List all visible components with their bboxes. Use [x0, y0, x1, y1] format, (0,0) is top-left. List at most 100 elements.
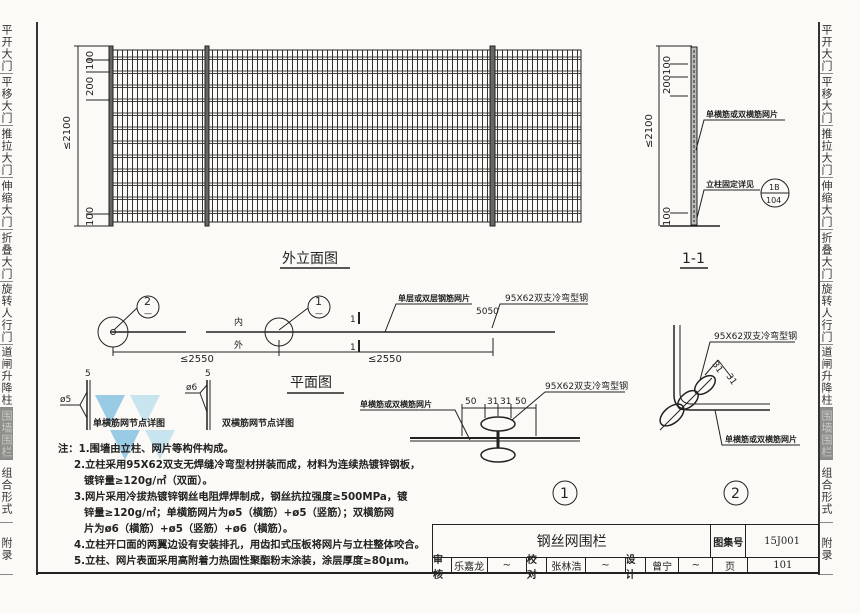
- detail-1-number: 1: [560, 486, 569, 502]
- detail-1-dim: 31: [500, 397, 511, 407]
- detail-1-dim: 50: [465, 397, 477, 407]
- title-block: 钢丝网围栏 图集号 15J001 审核 乐嘉龙 ~ 校对 张林浩 ~ 设计 曾宁…: [432, 524, 819, 581]
- section-dim-bottom: 100: [662, 207, 673, 226]
- section-title: 1-1: [682, 251, 705, 267]
- plan-label-mesh: 单层或双层钢筋网片: [398, 293, 470, 303]
- detail-2-dim: 31: [710, 360, 725, 375]
- page-number: 101: [748, 558, 819, 573]
- section-mark-bottom: 1: [350, 343, 356, 353]
- left-tab[interactable]: 道闸升降柱: [0, 346, 13, 408]
- left-tab[interactable]: 平开大门: [0, 22, 13, 74]
- note-line: 2.立柱采用95X62双支无焊缝冷弯型材拼装而成，材料为连续热镀锌钢板，: [74, 459, 421, 471]
- detail-2-drawing: [659, 325, 800, 506]
- notes-prefix: 注：: [58, 443, 79, 455]
- post: [489, 45, 496, 227]
- drawing-title: 钢丝网围栏: [433, 525, 712, 557]
- left-tab[interactable]: 旋转人行门: [0, 283, 13, 345]
- designer-name: 曾宁: [646, 558, 680, 573]
- reviewer-name: 乐嘉龙: [452, 558, 488, 573]
- note-line: 镀锌量≥120g/㎡（双面）。: [84, 475, 213, 487]
- section-label-post: 立柱固定详见: [706, 179, 754, 189]
- note-line: 5.立柱、网片表面采用高附着力热固性聚酯粉末涂装，涂层厚度≥80μm。: [74, 555, 415, 567]
- plan-callout-1: 1: [315, 295, 322, 308]
- plan-callout-2-sub: —: [144, 309, 152, 318]
- tab-xuan-zhuan-ren-xing-men[interactable]: 旋转人行门: [820, 283, 833, 345]
- tab-ping-yi-da-men[interactable]: 平移大门: [820, 74, 833, 126]
- single-node-diameter: ø5: [60, 395, 71, 405]
- note-line: 片为ø6（横筋）+ø5（竖筋）+ø6（横筋）。: [84, 523, 294, 535]
- section-label-mesh: 单横筋或双横筋网片: [706, 109, 778, 119]
- node-details: [60, 380, 211, 430]
- watermark-logo: [95, 395, 175, 460]
- note-line: 锌量≥120g/㎡；单横筋网片为ø5（横筋）+ø5（竖筋）；双横筋网: [84, 507, 395, 519]
- detail-1-label-post: 95X62双支冷弯型钢: [545, 380, 628, 392]
- double-node-diameter: ø6: [186, 383, 198, 393]
- left-tab[interactable]: 平移大门: [0, 74, 13, 126]
- plan-dim-span-2: ≤2550: [368, 354, 402, 365]
- tab-ping-kai-da-men[interactable]: 平开大门: [820, 22, 833, 74]
- note-line: 4.立柱开口面的两翼边设有安装排孔，用齿扣式压板将网片与立柱整体咬合。: [74, 539, 425, 551]
- left-tab[interactable]: 伸缩大门: [0, 178, 13, 230]
- elevation-title: 外立面图: [282, 251, 338, 267]
- single-node-dim: 5: [85, 369, 91, 379]
- tab-zu-he-xing-shi[interactable]: 组合形式: [820, 460, 833, 523]
- plan-outside: 外: [234, 339, 243, 351]
- elevation-dim-100: 100: [85, 51, 96, 70]
- double-node-dim: 5: [205, 369, 211, 379]
- left-tab[interactable]: 组合形式: [0, 460, 13, 523]
- section-dim-total: ≤2100: [644, 114, 655, 148]
- check-label: 校对: [527, 555, 548, 581]
- atlas-label: 图集号: [711, 525, 747, 557]
- plan-view: [97, 295, 588, 356]
- checker-signature: ~: [586, 558, 626, 573]
- plan-callout-2: 2: [144, 295, 151, 308]
- elevation-dim-200: 200: [85, 77, 96, 96]
- left-section-tabs: 平开大门 平移大门 推拉大门 伸缩大门 折叠大门 旋转人行门 道闸升降柱 围墙围…: [0, 22, 38, 575]
- design-label: 设计: [626, 555, 647, 581]
- detail-2-dim: 31: [724, 372, 739, 387]
- notes: 注：1.围墙由立柱、网片等构件构成。 2.立柱采用95X62双支无焊缝冷弯型材拼…: [58, 441, 425, 569]
- detail-1-drawing: [360, 391, 625, 506]
- tab-shen-suo-da-men[interactable]: 伸缩大门: [820, 178, 833, 230]
- note-line: 3.网片采用冷拔热镀锌钢丝电阻焊焊制成，钢丝抗拉强度≥500MPa，镀: [74, 491, 408, 503]
- left-tab-active[interactable]: 围墙围栏: [0, 408, 13, 460]
- detail-1-label-mesh: 单横筋或双横筋网片: [360, 399, 432, 409]
- section-ref-top: 1B: [769, 183, 780, 192]
- section-dim-200: 200: [662, 75, 673, 94]
- reviewer-signature: ~: [488, 558, 527, 573]
- frame-bottom-border: [36, 572, 818, 574]
- plan-label-post: 95X62双支冷弯型钢: [505, 292, 588, 304]
- detail-2-label-mesh: 单横筋或双横筋网片: [725, 434, 797, 444]
- tab-zhe-die-da-men[interactable]: 折叠大门: [820, 230, 833, 282]
- plan-dim-5050: 5050: [476, 307, 499, 317]
- double-node-label: 双横筋网节点详图: [222, 417, 294, 429]
- checker-name: 张林浩: [547, 558, 587, 573]
- plan-callout-1-sub: —: [315, 309, 323, 318]
- page-label: 页: [713, 558, 748, 573]
- designer-signature: ~: [679, 558, 714, 573]
- note-line: 1.围墙由立柱、网片等构件构成。: [78, 443, 234, 455]
- section-mark-top: 1: [350, 315, 356, 325]
- left-tab[interactable]: 附录: [0, 523, 13, 575]
- elevation-dim-bottom: 100: [85, 207, 96, 226]
- review-label: 审核: [433, 555, 452, 581]
- tab-fu-lu[interactable]: 附录: [820, 523, 833, 575]
- detail-2-label-post: 95X62双支冷弯型钢: [714, 330, 797, 342]
- plan-inside: 内: [234, 316, 243, 328]
- tab-wei-qiang-wei-lan-active[interactable]: 围墙围栏: [820, 408, 833, 460]
- tab-dao-zha-sheng-jiang-zhu[interactable]: 道闸升降柱: [820, 346, 833, 408]
- left-tab[interactable]: 推拉大门: [0, 126, 13, 178]
- plan-dim-span-1: ≤2550: [180, 354, 214, 365]
- detail-1-dim: 50: [515, 397, 527, 407]
- elevation-dim-total: ≤2100: [62, 116, 73, 150]
- post: [108, 45, 114, 227]
- detail-1-dim: 31: [487, 397, 498, 407]
- section-1-1-view: [656, 45, 790, 227]
- drawing-canvas: ≤2100 200 100 100 外立面图 ≤2100 200 100 100…: [60, 45, 800, 506]
- right-section-tabs: 平开大门 平移大门 推拉大门 伸缩大门 折叠大门 旋转人行门 道闸升降柱 围墙围…: [818, 22, 860, 575]
- left-tab[interactable]: 折叠大门: [0, 230, 13, 282]
- post: [204, 45, 210, 227]
- tab-tui-la-da-men[interactable]: 推拉大门: [820, 126, 833, 178]
- plan-title: 平面图: [290, 375, 332, 391]
- elevation-view: [74, 45, 582, 227]
